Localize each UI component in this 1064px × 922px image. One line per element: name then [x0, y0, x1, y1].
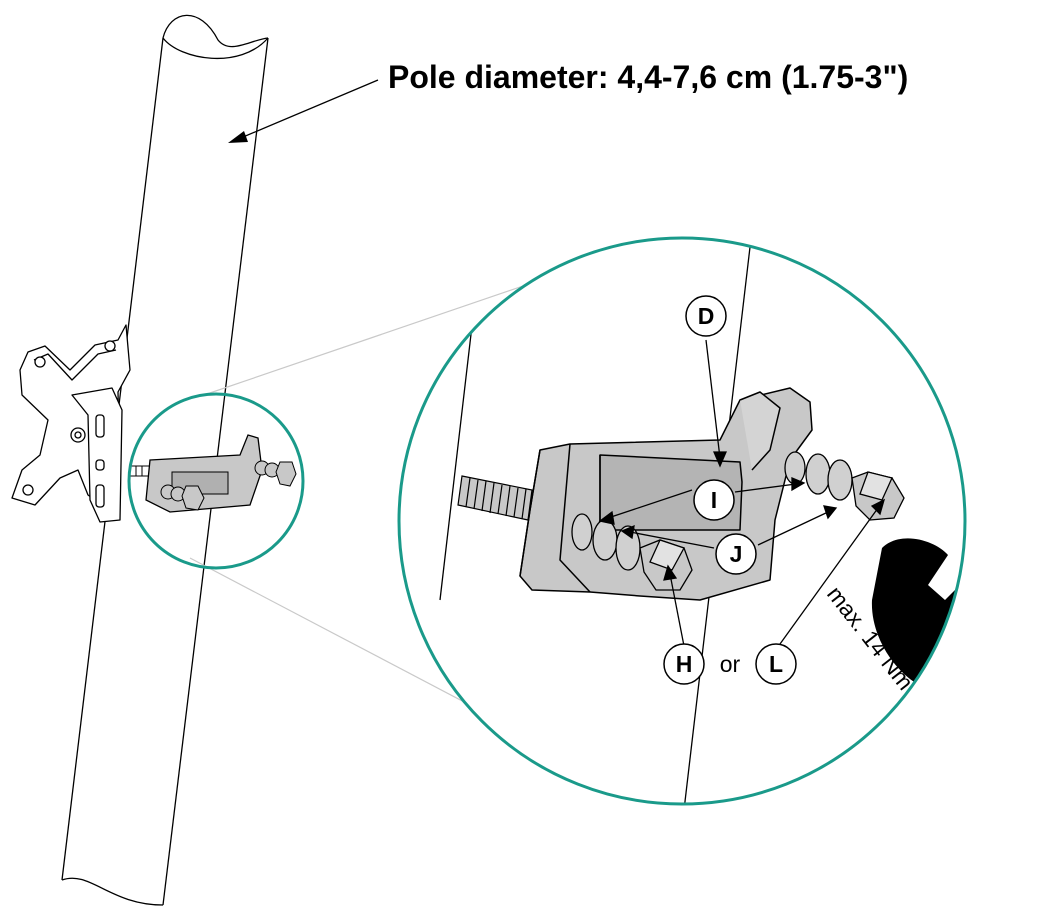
- vesa-plate-edge: [33, 349, 117, 381]
- leader-h: [669, 573, 685, 647]
- pole-diameter-annotation: Pole diameter: 4,4-7,6 cm (1.75-3"): [228, 59, 908, 143]
- washer-j2-right: [827, 459, 853, 501]
- vesa-mount-assembly: [11, 324, 131, 523]
- arrow-j-right: [823, 505, 838, 520]
- callout-circle-l: [755, 643, 797, 685]
- leader-d: [705, 339, 721, 459]
- callout-circle-d: [685, 295, 727, 337]
- callout-circles: [663, 295, 797, 685]
- bracket-slot-middle: [95, 459, 105, 471]
- bolt-assembly-left: [571, 513, 693, 591]
- washer-i-left: [571, 513, 593, 551]
- title-leader-line: [235, 79, 379, 141]
- clamp-hook: [739, 391, 781, 471]
- detail-pole-edge-left: [439, 299, 476, 601]
- bracket-slot-bottom: [95, 484, 105, 508]
- callout-label-i: I: [711, 487, 717, 513]
- vesa-hole-bottom-left: [22, 484, 34, 496]
- leader-i-right: [734, 483, 797, 493]
- bolt-assembly-right: [784, 451, 905, 521]
- pole-diameter-title: Pole diameter: 4,4-7,6 cm (1.75-3"): [388, 59, 908, 95]
- callout-circle-j: [715, 533, 757, 575]
- washer-j-left: [592, 519, 618, 561]
- mount-knob-center: [74, 431, 82, 439]
- mount-bracket: [71, 387, 123, 523]
- small-bolts: [160, 460, 297, 511]
- vesa-hole-top-right: [104, 340, 116, 352]
- arrow-j-left: [620, 524, 635, 540]
- bolt-head-h-top: [649, 539, 685, 571]
- pole-top-ellipse: [162, 37, 269, 59]
- leader-j-left: [629, 531, 715, 549]
- or-label: or: [720, 651, 741, 677]
- callout-label-d: D: [698, 303, 715, 329]
- small-threaded-rod: [129, 465, 153, 477]
- callout-circle-i: [693, 479, 735, 521]
- detail-threaded-rod: [457, 475, 533, 521]
- washer-j-right: [805, 453, 831, 495]
- arrow-i-left: [598, 510, 615, 525]
- arrow-h: [663, 564, 678, 581]
- title-arrowhead: [228, 131, 248, 143]
- callout-label-h: H: [676, 651, 693, 677]
- small-clamp-view: [129, 434, 297, 513]
- leader-i-left: [607, 489, 693, 519]
- bolt-head-l-top: [859, 471, 893, 501]
- vesa-hole-top-left: [34, 356, 46, 368]
- callout-leaders: [598, 339, 886, 647]
- pole-bottom-edge: [61, 877, 164, 906]
- small-zoom-circle: [127, 392, 305, 570]
- pole-top-edge: [162, 14, 269, 48]
- leader-l: [779, 507, 879, 645]
- arrow-d: [713, 451, 727, 468]
- arrow-i-right: [791, 477, 806, 492]
- arrow-l: [870, 498, 886, 516]
- callout-circle-h: [663, 643, 705, 685]
- leader-j-right: [757, 511, 829, 546]
- bracket-slot-top: [95, 414, 105, 438]
- detail-zoom-circle: [397, 236, 967, 806]
- callout-label-j: J: [730, 541, 743, 567]
- callout-label-l: L: [769, 651, 783, 677]
